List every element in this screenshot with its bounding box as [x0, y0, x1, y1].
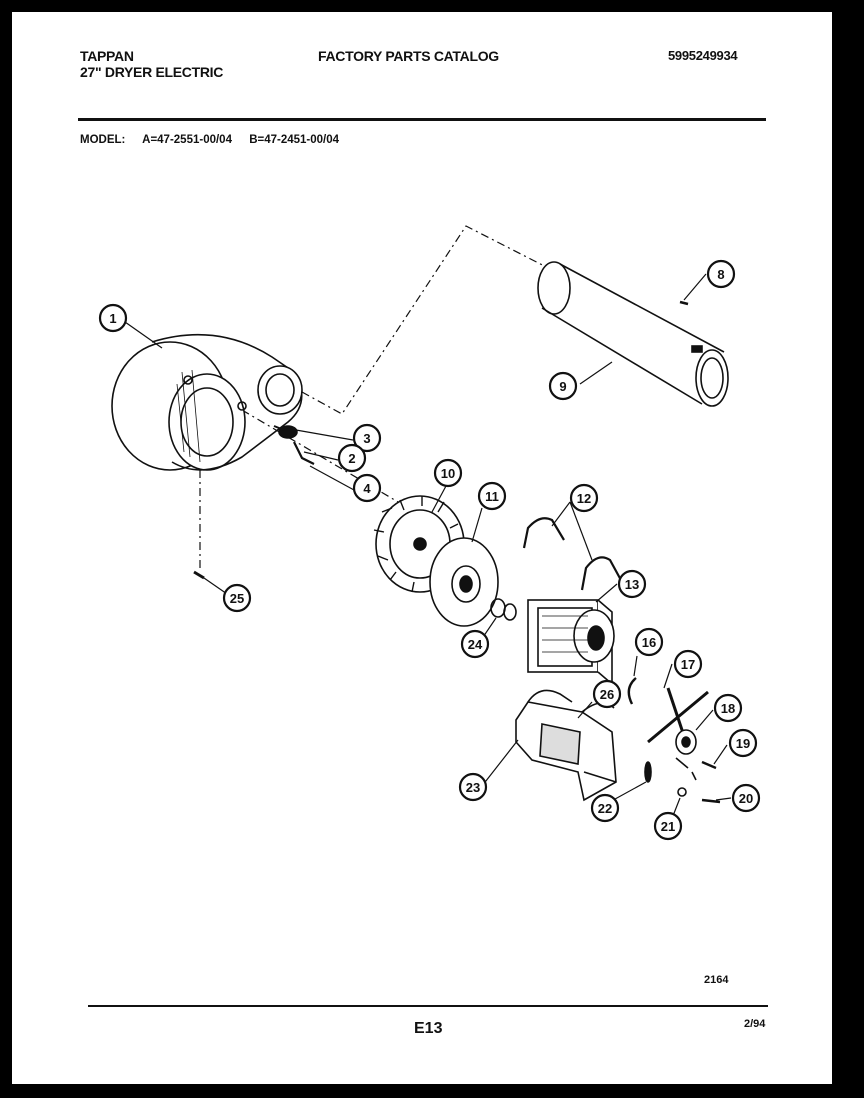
- motor-mount-part: [515, 689, 617, 802]
- housing-screw-part: [193, 570, 205, 580]
- wire-clip-part: [627, 677, 637, 705]
- catalog-number: 5995249934: [668, 48, 738, 63]
- callout-24: 24: [460, 629, 490, 659]
- callout-25: 25: [222, 583, 252, 613]
- svg-text:22: 22: [598, 801, 612, 816]
- washer-part: [677, 787, 687, 797]
- callout-4: 4: [352, 473, 382, 503]
- footer-divider: [88, 1005, 768, 1007]
- motor-clamp-parts: [522, 517, 623, 591]
- ring-part: [490, 598, 517, 621]
- callouts: 1 3 2 4 8 9 10 11 12 13 16 17 18 19 20 2…: [98, 259, 761, 841]
- svg-text:21: 21: [661, 819, 675, 834]
- svg-text:3: 3: [363, 431, 370, 446]
- figure-code: 2164: [704, 974, 729, 986]
- svg-text:9: 9: [559, 379, 566, 394]
- callout-8: 8: [706, 259, 736, 289]
- svg-text:12: 12: [577, 491, 591, 506]
- callout-26: 26: [592, 679, 622, 709]
- product-name: 27" DRYER ELECTRIC: [80, 64, 224, 80]
- callout-1: 1: [98, 303, 128, 333]
- svg-text:23: 23: [466, 780, 480, 795]
- callout-18: 18: [713, 693, 743, 723]
- callout-13: 13: [617, 569, 647, 599]
- spring-part: [701, 760, 717, 770]
- callout-23: 23: [458, 772, 488, 802]
- screw-part-20: [701, 798, 721, 804]
- model-label: MODEL:: [80, 134, 126, 146]
- assembly-leader-lines: [199, 225, 561, 572]
- svg-text:24: 24: [468, 637, 483, 652]
- svg-text:20: 20: [739, 791, 753, 806]
- svg-text:16: 16: [642, 635, 656, 650]
- idler-arm-part: [647, 687, 709, 781]
- revision-date: 2/94: [744, 1018, 766, 1030]
- svg-text:26: 26: [600, 687, 614, 702]
- callout-11: 11: [477, 481, 507, 511]
- svg-text:4: 4: [363, 481, 371, 496]
- callout-17: 17: [673, 649, 703, 679]
- callout-3: 3: [352, 423, 382, 453]
- callout-12: 12: [569, 483, 599, 513]
- callout-22: 22: [590, 793, 620, 823]
- model-row: MODEL: A=47-2551-00/04 B=47-2451-00/04: [80, 134, 353, 146]
- model-b: B=47-2451-00/04: [249, 134, 340, 146]
- brand-block: TAPPAN 27" DRYER ELECTRIC: [80, 48, 223, 80]
- svg-text:11: 11: [485, 489, 499, 504]
- svg-text:25: 25: [230, 591, 244, 606]
- blower-housing-part: [111, 333, 303, 471]
- exploded-parts-diagram: 1 3 2 4 8 9 10 11 12 13 16 17 18 19 20 2…: [98, 225, 761, 841]
- svg-text:19: 19: [736, 736, 750, 751]
- svg-text:17: 17: [681, 657, 695, 672]
- drive-motor-part: [527, 599, 615, 686]
- callout-20: 20: [731, 783, 761, 813]
- brand-name: TAPPAN: [80, 48, 134, 64]
- callout-16: 16: [634, 627, 664, 657]
- callout-19: 19: [728, 728, 758, 758]
- svg-text:18: 18: [721, 701, 735, 716]
- svg-text:2: 2: [348, 451, 355, 466]
- catalog-page: TAPPAN 27" DRYER ELECTRIC FACTORY PARTS …: [12, 12, 832, 1084]
- svg-text:1: 1: [109, 311, 116, 326]
- callout-leaders: [124, 273, 732, 827]
- callout-2: 2: [337, 443, 367, 473]
- page-number: E13: [414, 1020, 443, 1037]
- header-divider: [78, 118, 766, 121]
- model-a: A=47-2551-00/04: [142, 134, 232, 146]
- catalog-title: FACTORY PARTS CATALOG: [318, 48, 499, 64]
- svg-text:13: 13: [625, 577, 639, 592]
- callout-9: 9: [548, 371, 578, 401]
- callout-21: 21: [653, 811, 683, 841]
- svg-text:8: 8: [717, 267, 724, 282]
- svg-text:10: 10: [441, 466, 455, 481]
- callout-10: 10: [433, 458, 463, 488]
- clip-parts: [273, 425, 315, 465]
- heater-element-part: [537, 261, 729, 407]
- screw-part: [679, 300, 689, 306]
- pulley-clip-part: [644, 761, 652, 783]
- mounting-plate-part: [429, 537, 499, 627]
